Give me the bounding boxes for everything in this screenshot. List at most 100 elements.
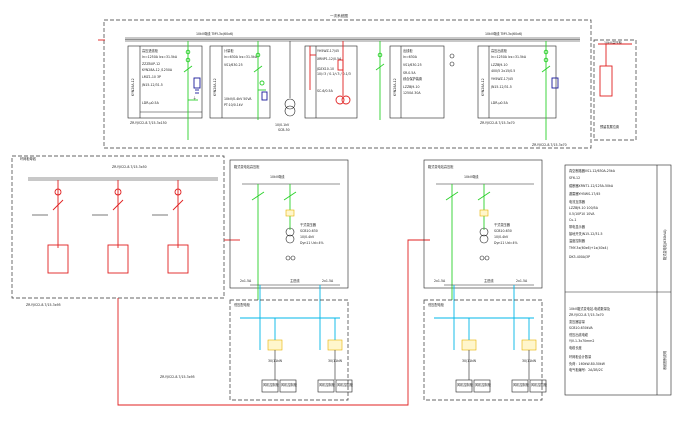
sub-right-bus: 10kV母线 xyxy=(464,174,479,179)
legend-top-1: SF6-12 xyxy=(569,176,580,180)
legend-top-5: LZZBJ9-10 100/5A xyxy=(569,206,599,210)
legend-bottom-2: 变压器容量 xyxy=(569,319,586,324)
sub-left-bus: 10kV母线 xyxy=(270,174,285,179)
right-feeder-line-1: In=1250A Ics=31.5kA xyxy=(491,55,527,59)
right-feeder-line-2: LZZBJ9-10 xyxy=(491,63,508,67)
top-transformer: 10/0.1kV SCB-50 xyxy=(275,41,296,132)
sub-right-xfmr-0: 干式变压器 xyxy=(494,222,511,227)
substation-left: 箱式变电站高压柜 10kV母线 干式变压器 SCB10-630 10/0.4kV… xyxy=(229,159,354,401)
metering-cabinet: KYN28A-12 计量柜 In=630A Ics=31.5kA VS1/630… xyxy=(209,41,271,120)
sub-right-branch-label: 主进线 xyxy=(484,278,494,283)
legend-box: 真空断路器VS1-12/630A-25kA SF6-12 熔断器XRNT1-12… xyxy=(564,164,672,396)
sub-left-xfmr-3: Dyn11 Ud=4% xyxy=(300,241,324,245)
arrester-symbol: ⏚ xyxy=(193,95,196,100)
pt-line-0: YH5WZ-17/45 xyxy=(317,49,339,53)
sub-right-panel-2: 风机控制柜 xyxy=(513,382,530,387)
left-feeder-line-4: LMZ1-10 3P xyxy=(142,75,161,79)
legend-bottom-7: 环网柜合计数量 xyxy=(569,354,592,359)
legend-top-10: 温度控制器 xyxy=(569,238,586,243)
ring-main-unit: 环网柜母线 ZR-YJV22-8.7/15-3x50 ZR-YJV22-8.7/… xyxy=(11,155,225,307)
sub-right-breaker-0: 2x1.5A xyxy=(434,279,446,283)
sub-right-load-1: 30/11kW xyxy=(522,359,537,363)
top-bus-label-left: 10kV母线 TMY-3x(60x6) xyxy=(196,31,233,36)
legend-top-0: 真空断路器VS1-12/630A-25kA xyxy=(569,168,616,173)
legend-top-2: 熔断器XRNT1-12/125A-50kA xyxy=(569,183,614,188)
right-feeder-cabinet: KYN28A-12 高压出线柜 In=1250A Ics=31.5kA LZZB… xyxy=(477,41,559,140)
legend-bottom-6: 电缆长度 xyxy=(569,345,583,350)
right-feeder-line-0: 高压出线柜 xyxy=(491,48,508,53)
left-feeder-line-7: ZR-YJV22-8.7/15-3x150 xyxy=(130,121,167,125)
left-long-cable-label: ZR-YJV22-8.7/15-3x95 xyxy=(160,375,195,379)
left-feeder-line-0: 高压进线柜 xyxy=(142,48,159,53)
legend-top-6: 0.5/10P10 10VA xyxy=(569,212,595,216)
metering-side-label: KYN28A-12 xyxy=(213,78,217,96)
sub-right-title: 箱式变电站高压柜 xyxy=(428,164,454,169)
red-cable-routes: ZR-YJV22-8.7/15-3x95 xyxy=(98,39,430,406)
pt-line-4: SC-6/0.5A xyxy=(317,89,334,93)
right-feeder-line-3: 400/5 2x15/0.5 xyxy=(491,69,515,73)
far-right-box: 10kV高压柜 预留发展位置 xyxy=(593,39,637,141)
right-feeder-side-label: KYN28A-12 xyxy=(481,78,485,96)
sub-right-lv-title: 低压配电柜 xyxy=(428,302,445,307)
top-frame-title: 一次系统图 xyxy=(330,13,348,18)
sub-right-panel-3: 风机控制柜 xyxy=(531,382,548,387)
outgoing-side-label: KYN28A-12 xyxy=(393,78,397,96)
legend-top-4: 电流互感器 xyxy=(569,199,586,204)
sub-left-panel-2: 风机控制柜 xyxy=(319,382,336,387)
sub-left-panel-3: 风机控制柜 xyxy=(337,382,354,387)
legend-top-12: DK3-400A/3P xyxy=(569,255,590,259)
pt-line-3: 10/√3 / 0.1/√3 / 0.1/3 xyxy=(317,72,351,76)
outgoing-line-2: VS1/630-25 xyxy=(403,63,422,67)
sub-right-xfmr-2: 10/0.4kV xyxy=(494,235,509,239)
sub-left-xfmr-2: 10/0.4kV xyxy=(300,235,315,239)
legend-bottom-5: YJV-1-3x70mm2 xyxy=(569,339,594,343)
left-feeder-line-5: JN15-12/31.5 xyxy=(141,83,163,87)
legend-top-9: 接地开关JN15-12/31.5 xyxy=(569,231,603,236)
sub-left-panel-0: 风机控制柜 xyxy=(263,382,280,387)
sub-right-xfmr-3: Dyn11 Ud=4% xyxy=(494,241,518,245)
far-right-title: 10kV高压柜 xyxy=(604,40,622,45)
sub-left-panel-1: 风机控制柜 xyxy=(281,382,298,387)
legend-top-8: 带电显示器 xyxy=(569,224,586,229)
legend-side-bottom: 系统图例说明 xyxy=(662,351,667,370)
metering-line-0: 计量柜 xyxy=(224,48,234,53)
legend-top-11: TMY-3x(60x6)+1x(40x4) xyxy=(568,246,608,250)
left-feeder-side-label: KYN28A-12 xyxy=(131,78,135,96)
legend-bottom-8: 负荷：160kW-80-50kW xyxy=(569,361,606,366)
legend-bottom-4: 低压出线电缆 xyxy=(569,332,589,337)
outgoing-line-6: 1250A 30A xyxy=(403,91,421,95)
outgoing-line-3: SR-0.5A xyxy=(403,71,416,75)
top-xfmr-label-0: 10/0.1kV xyxy=(275,123,290,127)
outgoing-line-4: 综合保护装置 xyxy=(403,76,422,81)
left-feeder-line-2: ZZZBUP-12 xyxy=(142,62,160,66)
legend-side-top: 箱式变电站(630kVA) xyxy=(662,229,667,260)
legend-bottom-9: 电气柜编号：2A/2B/2C xyxy=(569,367,604,372)
pt-cabinet: YH5WZ-17/45 XRNP1-12/0.5A JDZX10-10 10/√… xyxy=(304,41,358,119)
top-xfmr-label-1: SCB-50 xyxy=(278,128,290,132)
sub-left-breaker-0: 2x1.5A xyxy=(240,279,252,283)
ring-main-bus-label: ZR-YJV22-8.7/15-3x50 xyxy=(112,165,147,169)
sub-left-load-0: 30/11kW xyxy=(268,359,283,363)
right-feeder-line-5: JN15-12/31.5 xyxy=(490,85,512,89)
pt-line-1: XRNP1-12/0.5A xyxy=(317,57,342,61)
sub-left-xfmr-1: SCB10-630 xyxy=(300,229,318,233)
right-feeder-line-6: LDR-μ0.5A xyxy=(491,101,509,105)
right-feeder-line-4: YH5WZ-17/45 xyxy=(491,77,513,81)
metering-line-4: PT:10/0.1kV xyxy=(224,103,244,107)
sub-right-xfmr-1: SCB10-630 xyxy=(494,229,512,233)
metering-line-2: VS1/630-25 xyxy=(224,63,243,67)
sub-left-xfmr-0: 干式变压器 xyxy=(300,222,317,227)
sub-left-lv-title: 低压配电柜 xyxy=(234,302,251,307)
outgoing-line-0: 出线柜 xyxy=(403,48,413,53)
ring-main-cable-label: ZR-YJV22-8.7/15-3x95 xyxy=(26,303,61,307)
sub-left-breaker-1: 2x1.5A xyxy=(322,279,334,283)
metering-line-1: In=630A Ics=31.5kA xyxy=(224,55,258,59)
top-switchgear-frame: 一次系统图 10kV母线 TMY-3x(60x6) 10kV母线 TMY-3x(… xyxy=(103,13,592,149)
legend-top-3: 避雷器YH5WS-17/45 xyxy=(569,191,600,196)
pt-line-2: JDZX10-10 xyxy=(316,67,334,71)
top-bus-label-right: 10kV母线 TMY-3x(60x6) xyxy=(485,31,522,36)
left-feeder-line-3: KYN28A-12 /1250A xyxy=(142,68,173,72)
left-feeder-cabinet: KYN28A-12 高压进线柜 In=1250A Ics=31.5kA ZZZB… xyxy=(127,41,203,140)
right-feeder-line-7: ZR-YJV22-8.7/15-3x70 xyxy=(480,121,515,125)
